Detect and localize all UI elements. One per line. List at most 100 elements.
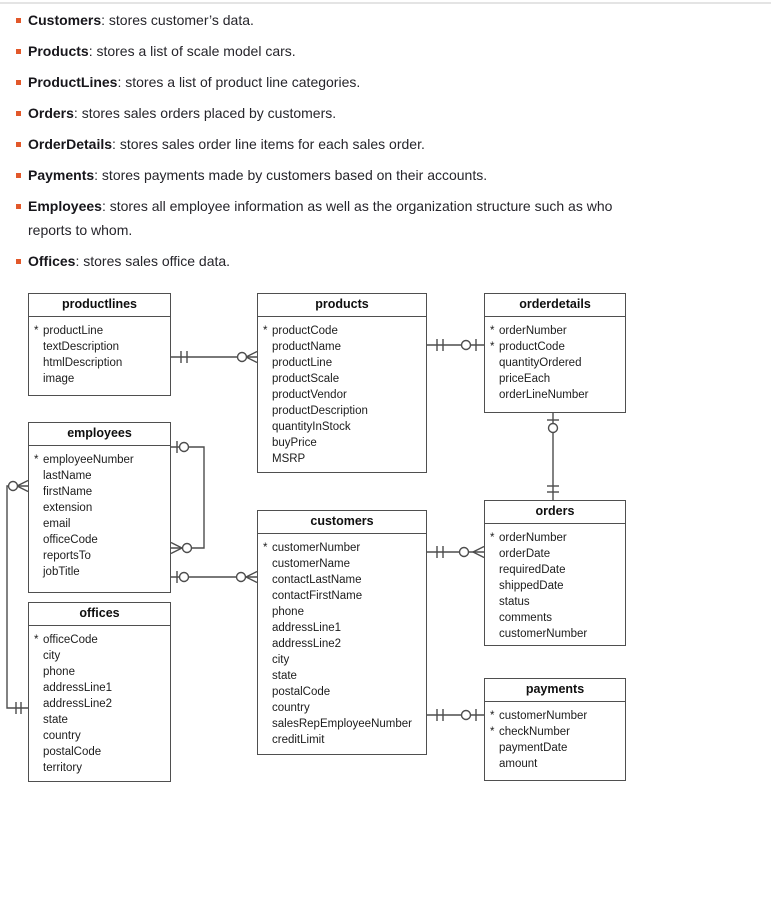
page-top-divider	[0, 2, 771, 4]
entity-field-row: *customerNumber	[490, 708, 623, 724]
field-indent	[263, 387, 272, 403]
field-indent	[34, 468, 43, 484]
entity-field-row: *checkNumber	[490, 724, 623, 740]
field-name: paymentDate	[499, 742, 568, 754]
entity-field-row: jobTitle	[34, 564, 168, 580]
field-name: postalCode	[43, 746, 102, 758]
entity-field-row: customerName	[263, 556, 424, 572]
field-name: MSRP	[272, 453, 306, 465]
field-name: salesRepEmployeeNumber	[272, 718, 412, 730]
entity-field-row: reportsTo	[34, 548, 168, 564]
bullet-square-icon	[16, 18, 21, 23]
entity-field-row: lastName	[34, 468, 168, 484]
entity-field-row: productScale	[263, 371, 424, 387]
field-name: orderLineNumber	[499, 389, 589, 401]
field-name: orderNumber	[499, 325, 567, 337]
field-indent	[34, 648, 43, 664]
field-indent	[490, 387, 499, 403]
field-name: creditLimit	[272, 734, 325, 746]
entity-field-row: officeCode	[34, 532, 168, 548]
field-indent	[263, 652, 272, 668]
field-name: state	[272, 670, 297, 682]
field-name: productLine	[43, 325, 104, 337]
relationship-orderdetails-orders	[547, 413, 559, 500]
bullet-square-icon	[16, 49, 21, 54]
relationship-customers-payments	[427, 709, 484, 721]
field-name: productName	[272, 341, 342, 353]
entity-field-row: state	[263, 668, 424, 684]
entity-field-row: phone	[263, 604, 424, 620]
relationship-employees-customers	[171, 570, 258, 584]
entity-field-row: priceEach	[490, 371, 623, 387]
table-description-text: : stores a list of product line categori…	[117, 74, 361, 90]
field-indent	[490, 355, 499, 371]
entity-field-row: *officeCode	[34, 632, 168, 648]
field-name: productLine	[272, 357, 333, 369]
field-name: phone	[43, 666, 75, 678]
field-indent	[34, 355, 43, 371]
field-name: buyPrice	[272, 437, 317, 449]
entity-field-row: salesRepEmployeeNumber	[263, 716, 424, 732]
primary-key-marker: *	[490, 726, 495, 738]
primary-key-marker: *	[34, 454, 39, 466]
field-indent	[34, 712, 43, 728]
field-indent	[263, 668, 272, 684]
table-name-term: Employees	[28, 198, 102, 214]
entity-field-row: addressLine1	[34, 680, 168, 696]
entity-field-row: productLine	[263, 355, 424, 371]
field-indent	[490, 546, 499, 562]
field-indent	[34, 516, 43, 532]
relationship-offices-employees	[6, 479, 29, 714]
table-name-term: Payments	[28, 167, 95, 183]
entity-field-row: image	[34, 371, 168, 387]
entity-field-row: *customerNumber	[263, 540, 424, 556]
entity-field-row: postalCode	[263, 684, 424, 700]
field-name: officeCode	[43, 534, 98, 546]
table-description-item: Employees: stores all employee informati…	[16, 194, 628, 242]
relationship-productlines-products	[171, 350, 258, 364]
entity-field-row: *employeeNumber	[34, 452, 168, 468]
field-indent	[34, 548, 43, 564]
bullet-square-icon	[16, 259, 21, 264]
field-indent	[490, 562, 499, 578]
entity-field-row: country	[263, 700, 424, 716]
field-indent	[34, 339, 43, 355]
field-name: city	[272, 654, 290, 666]
field-name: amount	[499, 758, 538, 770]
field-name: customerNumber	[272, 542, 361, 554]
entity-field-row: *productCode	[263, 323, 424, 339]
field-name: state	[43, 714, 68, 726]
relationship-customers-orders	[427, 545, 485, 559]
table-description-text: : stores sales office data.	[75, 253, 231, 269]
entity-field-row: shippedDate	[490, 578, 623, 594]
entity-field-row: status	[490, 594, 623, 610]
bullet-square-icon	[16, 80, 21, 85]
field-name: phone	[272, 606, 304, 618]
entity-field-row: creditLimit	[263, 732, 424, 748]
field-name: productCode	[272, 325, 338, 337]
field-name: requiredDate	[499, 564, 566, 576]
field-name: jobTitle	[43, 566, 80, 578]
entity-field-list: *customerNumber*checkNumber paymentDate am…	[485, 702, 625, 772]
field-indent	[34, 696, 43, 712]
field-indent	[263, 620, 272, 636]
entity-field-row: quantityInStock	[263, 419, 424, 435]
table-description-text: : stores a list of scale model cars.	[88, 43, 296, 59]
entity-field-row: city	[263, 652, 424, 668]
field-indent	[490, 371, 499, 387]
entity-title: productlines	[29, 294, 170, 317]
field-indent	[34, 484, 43, 500]
field-indent	[34, 532, 43, 548]
field-name: city	[43, 650, 61, 662]
primary-key-marker: *	[490, 341, 495, 353]
primary-key-marker: *	[490, 325, 495, 337]
field-indent	[490, 594, 499, 610]
field-name: productDescription	[272, 405, 368, 417]
